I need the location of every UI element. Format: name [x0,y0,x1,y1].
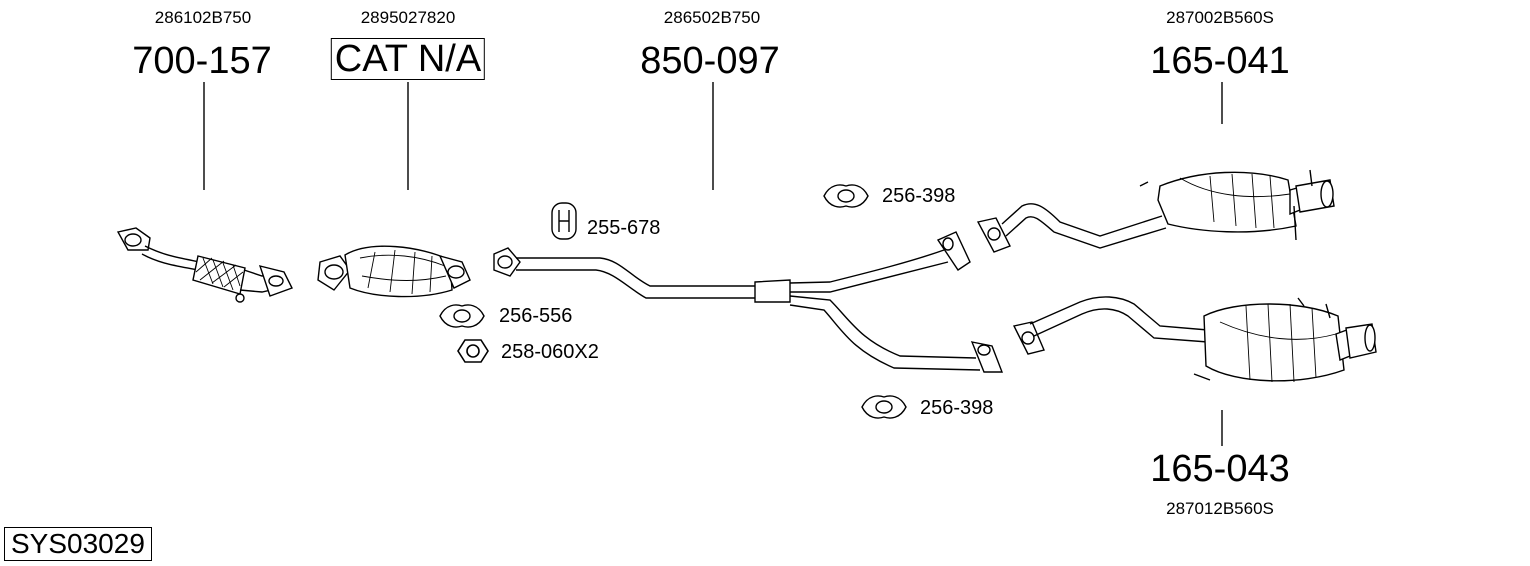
front-pipe-drawing [116,227,293,303]
gasket-icon [823,184,869,208]
oem-number-centre-pipe: 286502B750 [663,8,761,27]
nut-icon [457,339,489,363]
gasket-icon [861,395,907,419]
oem-number-rear-silencer-right: 287012B560S [1166,499,1274,518]
part-number-centre-pipe: 850-097 [640,40,780,82]
accessory-label-gasket-lower: 256-398 [920,397,994,419]
accessory-label-hanger: 255-678 [587,217,661,239]
part-number-rear-silencer-left: 165-041 [1150,40,1290,82]
accessory-label-gasket-cat: 256-556 [499,305,573,327]
oem-number-catalyst: 2895027820 [360,8,456,27]
oem-number-rear-silencer-left: 287002B560S [1166,8,1274,27]
hanger-icon [551,202,577,240]
rear-silencer-right-drawing [1012,296,1377,383]
part-number-rear-silencer-right: 165-043 [1150,448,1290,490]
gasket-icon [439,304,485,328]
part-number-catalyst: CAT N/A [330,38,486,80]
oem-number-front-pipe: 286102B750 [154,8,252,27]
system-code: SYS03029 [4,527,152,561]
accessory-label-gasket-upper: 256-398 [882,185,956,207]
catalytic-converter-drawing [317,245,471,298]
centre-pipe-drawing [493,231,1004,373]
rear-silencer-left-drawing [976,169,1335,253]
part-number-front-pipe: 700-157 [132,40,272,82]
accessory-label-nut: 258-060X2 [501,341,599,363]
